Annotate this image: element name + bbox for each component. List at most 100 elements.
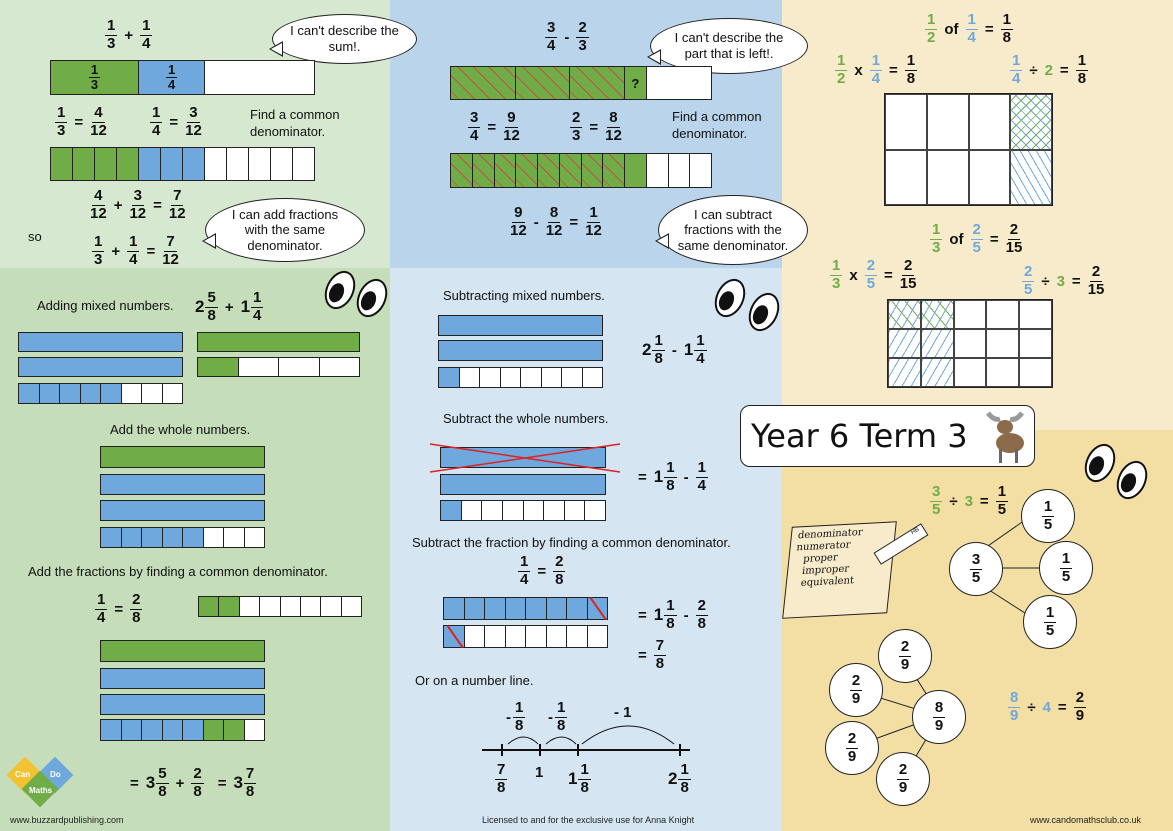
bar-segment xyxy=(567,626,588,647)
number-line-label: 1 xyxy=(535,764,543,781)
bar-segment xyxy=(451,67,516,99)
operator: = xyxy=(638,646,647,664)
bar-segment xyxy=(142,528,163,547)
operator: - xyxy=(683,468,689,486)
bar-seven-eighths xyxy=(100,719,265,741)
grid-cell xyxy=(968,94,1011,150)
area-model-eighths xyxy=(884,93,1053,206)
speech-bubble-add: I can add fractions with the same denomi… xyxy=(202,198,365,262)
numerator: 1 xyxy=(555,699,568,718)
operator: = xyxy=(1057,698,1067,716)
grid-cell-shaded-both xyxy=(920,300,954,329)
bar-eighth-removed xyxy=(443,625,608,648)
denominator: 8 xyxy=(497,778,506,796)
unknown-mark: ? xyxy=(631,75,640,91)
bar-segment xyxy=(244,720,264,740)
bar-segment xyxy=(482,501,503,520)
bar-segment xyxy=(521,368,542,387)
numerator: 1 xyxy=(55,104,68,123)
bar-segment xyxy=(162,720,183,740)
numerator: 1 xyxy=(518,553,531,572)
number-text: 3 xyxy=(964,492,973,510)
instruction-common-denominator: Find a common denominator. xyxy=(672,109,762,141)
bar-whole-blue xyxy=(438,340,603,361)
numerator: 3 xyxy=(187,104,200,123)
bar-segment xyxy=(526,626,547,647)
numerator: 2 xyxy=(570,109,583,128)
bar-segment xyxy=(271,148,293,180)
whole-number: 3 xyxy=(233,773,243,792)
operator: = xyxy=(889,61,898,79)
whole-number: 3 xyxy=(145,773,156,792)
numerator: 5 xyxy=(205,289,218,308)
denominator: 9 xyxy=(900,655,910,673)
numerator: 7 xyxy=(243,765,257,784)
numerator: 1 xyxy=(140,17,153,36)
denominator: 2 xyxy=(837,69,846,87)
numerator: 2 xyxy=(898,638,912,657)
grid-cell xyxy=(953,358,987,387)
bar-segment xyxy=(538,154,560,187)
grid-cell xyxy=(1019,300,1052,329)
denominator: 8 xyxy=(666,614,675,632)
operator: = xyxy=(989,230,999,248)
footer-club-link[interactable]: www.candomathsclub.co.uk xyxy=(1030,815,1142,825)
bar-whole-green xyxy=(100,640,265,662)
denominator: 8 xyxy=(680,778,689,796)
moose-icon xyxy=(985,411,1024,463)
numerator: 1 xyxy=(88,61,101,78)
numerator: 2 xyxy=(130,591,143,610)
bar-segment xyxy=(80,384,101,403)
denominator: 8 xyxy=(1002,28,1011,46)
numerator: 8 xyxy=(932,699,946,718)
numerator: 1 xyxy=(513,699,526,718)
denominator: 12 xyxy=(129,204,147,222)
numerator: 1 xyxy=(904,52,918,71)
denominator: 5 xyxy=(1045,621,1055,639)
denominator: 5 xyxy=(1061,567,1071,585)
grid-cell-shaded xyxy=(920,358,954,387)
jump-arc xyxy=(581,725,675,745)
number-text: - xyxy=(506,708,511,726)
footer-publisher-link[interactable]: www.buzzardpublishing.com xyxy=(10,815,124,825)
bar-segment xyxy=(625,154,647,187)
bar-segment xyxy=(444,626,465,647)
